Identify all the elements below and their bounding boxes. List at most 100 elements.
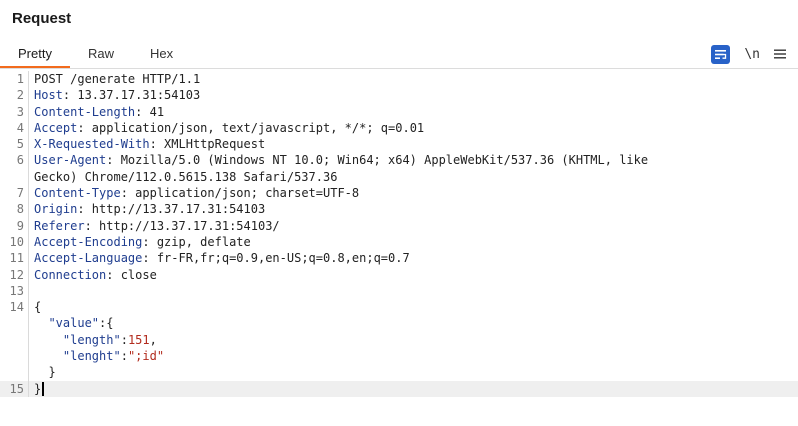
syntax-key: Accept [34, 120, 78, 135]
syntax-value [34, 333, 63, 347]
tab-divider [0, 68, 798, 69]
syntax-value: POST /generate HTTP/1.1 [34, 72, 201, 86]
syntax-key: "lenght" [62, 349, 121, 364]
syntax-key: Host [34, 88, 63, 103]
line-content: Host: 13.37.17.31:54103 [29, 87, 200, 103]
syntax-value: : Mozilla/5.0 (Windows NT 10.0; Win64; x… [106, 153, 649, 168]
line-number: 7 [0, 185, 29, 202]
syntax-key: User-Agent [34, 153, 107, 168]
code-line[interactable]: } [0, 364, 798, 381]
line-number: 6 [0, 152, 29, 169]
code-line[interactable]: "lenght":";id" [0, 348, 798, 365]
syntax-value: : application/json; charset=UTF-8 [120, 186, 360, 201]
line-number: 13 [0, 282, 29, 300]
hamburger-menu-icon [774, 49, 786, 59]
syntax-key: Referer [34, 218, 85, 233]
tab-hex[interactable]: Hex [149, 46, 174, 61]
syntax-value: { [34, 300, 42, 315]
line-content: Origin: http://13.37.17.31:54103 [29, 201, 265, 217]
code-line[interactable]: 1 POST /generate HTTP/1.1 [0, 71, 798, 88]
wrap-lines-button[interactable] [711, 44, 731, 64]
line-content: "length":151, [29, 332, 157, 348]
line-content: { [29, 299, 41, 315]
syntax-key: "length" [62, 332, 121, 347]
line-content: Referer: http://13.37.17.31:54103/ [29, 218, 280, 234]
line-number: 2 [0, 87, 29, 104]
show-newlines-button[interactable]: \n [744, 46, 760, 62]
text-cursor [42, 382, 45, 397]
line-number: 4 [0, 119, 29, 137]
syntax-key: Content-Type [34, 186, 121, 201]
syntax-value: , [149, 332, 157, 347]
line-content: Accept-Language: fr-FR,fr;q=0.9,en-US;q=… [29, 250, 410, 266]
syntax-value: : http://13.37.17.31:54103 [77, 202, 266, 217]
line-number: 12 [0, 266, 29, 283]
wrap-lines-icon [715, 49, 727, 59]
line-number [0, 168, 29, 186]
line-content: X-Requested-With: XMLHttpRequest [29, 136, 265, 152]
syntax-key: X-Requested-With [34, 137, 150, 152]
line-number: 14 [0, 299, 29, 316]
tab-raw[interactable]: Raw [87, 46, 114, 61]
syntax-value [34, 349, 63, 363]
line-number [0, 315, 29, 332]
syntax-value: : 41 [135, 104, 165, 119]
syntax-value: 151 [127, 332, 150, 347]
code-line[interactable]: 13 [0, 282, 798, 300]
syntax-key: Accept-Encoding [34, 234, 143, 249]
code-line[interactable]: Gecko) Chrome/112.0.5615.138 Safari/537.… [0, 168, 798, 186]
line-content: Accept: application/json, text/javascrip… [29, 120, 424, 136]
line-number [0, 348, 29, 365]
syntax-key: "value" [48, 316, 100, 331]
menu-button[interactable] [774, 49, 786, 59]
syntax-value: : http://13.37.17.31:54103/ [84, 218, 280, 233]
code-line[interactable]: 15} [0, 380, 798, 397]
code-line[interactable]: "length":151, [0, 331, 798, 349]
syntax-value: Gecko) Chrome/112.0.5615.138 Safari/537.… [34, 169, 338, 184]
line-content: } [29, 364, 56, 380]
tab-pretty[interactable]: Pretty [0, 42, 70, 68]
syntax-key: Origin [34, 202, 78, 217]
line-content: Connection: close [29, 267, 157, 283]
line-number: 1 [0, 71, 29, 88]
line-number: 15 [0, 380, 29, 397]
code-line[interactable]: "value":{ [0, 315, 798, 332]
view-tabs: Pretty Raw Hex [0, 42, 191, 68]
syntax-key: Content-Length [34, 104, 136, 119]
line-number [0, 364, 29, 381]
syntax-value: : close [106, 267, 157, 282]
line-content: "lenght":";id" [29, 348, 164, 364]
panel-title: Request [12, 10, 72, 27]
line-number: 10 [0, 233, 29, 251]
syntax-key: Accept-Language [34, 251, 143, 266]
line-content: User-Agent: Mozilla/5.0 (Windows NT 10.0… [29, 152, 648, 168]
line-content: Accept-Encoding: gzip, deflate [29, 234, 251, 250]
code-line[interactable]: 3 Content-Length: 41 [0, 103, 798, 120]
syntax-value [34, 316, 48, 330]
line-content: Content-Type: application/json; charset=… [29, 185, 359, 201]
syntax-value: :{ [99, 316, 114, 331]
syntax-value: } [34, 365, 56, 380]
line-number: 3 [0, 103, 29, 120]
syntax-value: : XMLHttpRequest [149, 137, 266, 152]
line-number: 9 [0, 217, 29, 234]
syntax-value: : [120, 349, 128, 364]
code-line[interactable]: 14 { [0, 299, 798, 316]
syntax-key: Connection [34, 267, 107, 282]
line-content [29, 283, 34, 299]
syntax-value: : 13.37.17.31:54103 [62, 88, 201, 103]
editor-toolbar: \n [711, 42, 786, 66]
syntax-value: ";id" [127, 349, 165, 364]
line-content: Gecko) Chrome/112.0.5615.138 Safari/537.… [29, 169, 337, 185]
